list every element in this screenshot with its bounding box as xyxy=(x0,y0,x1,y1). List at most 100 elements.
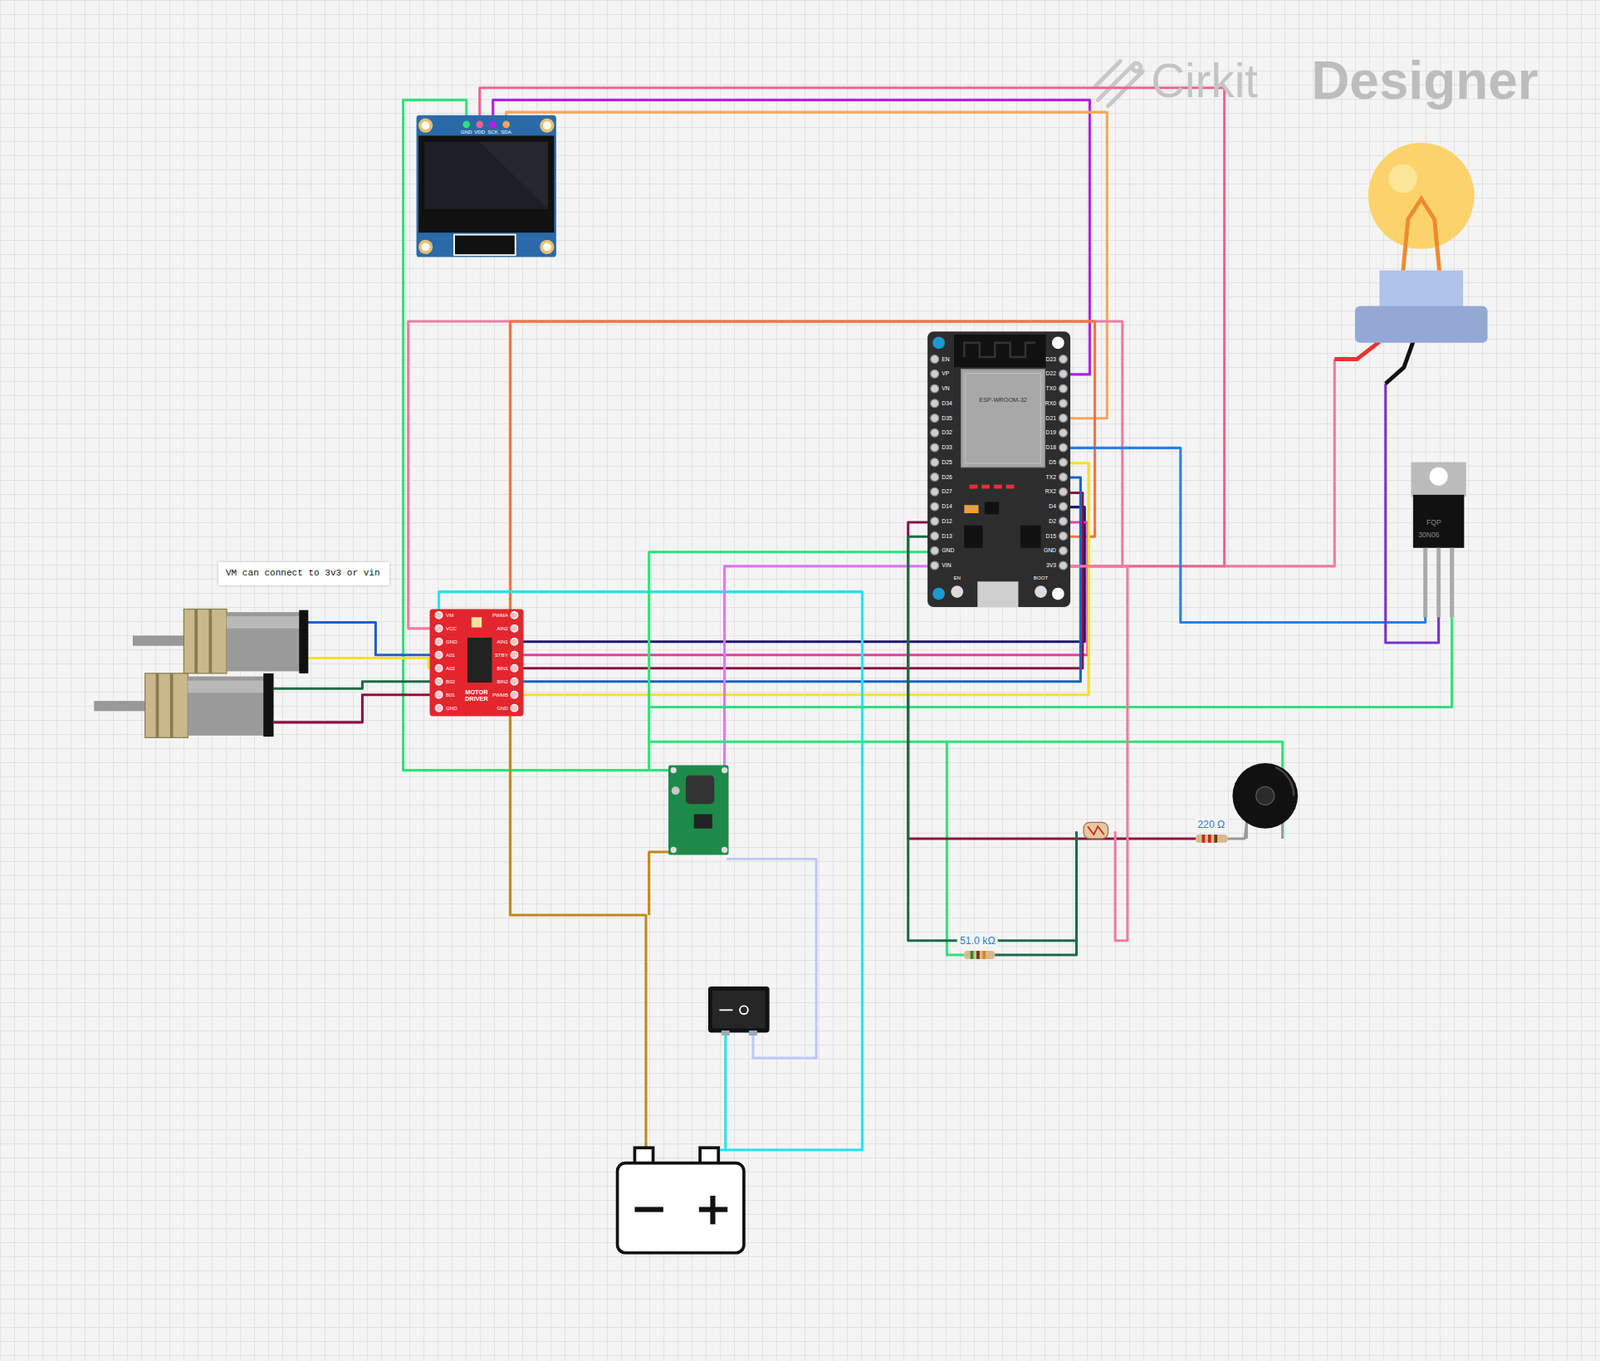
pin-label: PWMB xyxy=(492,692,509,698)
pin xyxy=(510,638,519,646)
pin xyxy=(1059,428,1068,437)
pin-label: VCC xyxy=(445,626,457,632)
pin-label: VM xyxy=(445,612,454,618)
pin xyxy=(1059,502,1068,511)
pin-label: D26 xyxy=(941,474,952,480)
esp32-board xyxy=(927,331,1071,607)
wire xyxy=(510,321,1096,633)
oled-display xyxy=(543,121,552,130)
esp32-board xyxy=(932,587,945,601)
buck-converter xyxy=(694,813,713,828)
resistor-symbol xyxy=(982,950,986,960)
dc-motor xyxy=(194,608,198,673)
resistor-symbol xyxy=(1195,834,1228,843)
pin-label: D18 xyxy=(1046,445,1057,451)
buck-converter xyxy=(670,846,676,853)
buck-converter xyxy=(668,764,729,855)
dc-motor xyxy=(187,680,265,694)
motor-driver xyxy=(471,616,482,627)
pin-label: D23 xyxy=(1046,356,1057,363)
pin-label: GND xyxy=(445,705,458,711)
mosfet xyxy=(1436,548,1441,618)
chip-label: ESP-WROOM-32 xyxy=(978,396,1028,403)
rocker-switch xyxy=(748,1030,758,1036)
photoresistor xyxy=(1087,826,1105,835)
esp32-board xyxy=(954,334,1047,367)
oled-display xyxy=(421,242,431,251)
esp32-board xyxy=(963,504,979,514)
wire xyxy=(408,321,1123,629)
pin-label: D13 xyxy=(941,533,952,539)
pin-label: SDA xyxy=(500,128,512,134)
mosfet xyxy=(1413,494,1464,549)
battery-symbol xyxy=(617,1147,744,1253)
pin-label: D35 xyxy=(941,415,952,421)
part-marking: FQP xyxy=(1426,518,1442,527)
rocker-switch xyxy=(708,986,770,1036)
oled-display xyxy=(416,115,557,258)
wire xyxy=(1062,447,1425,622)
photoresistor xyxy=(1083,822,1108,839)
pin-label: D2 xyxy=(1048,518,1057,525)
pin-label: D12 xyxy=(941,518,952,525)
pin xyxy=(435,611,443,620)
battery-symbol xyxy=(617,1163,744,1253)
wire xyxy=(510,708,646,1149)
pin xyxy=(1059,532,1068,541)
pin-header xyxy=(435,355,1067,712)
oled-display xyxy=(543,242,552,251)
wire xyxy=(946,741,964,955)
pin-label: B02 xyxy=(445,679,456,685)
mosfet xyxy=(1410,462,1466,498)
mosfet xyxy=(1449,548,1454,618)
pin xyxy=(435,664,443,672)
esp32-board xyxy=(984,501,999,514)
pin-label: AIN1 xyxy=(496,639,509,645)
pin xyxy=(1059,384,1068,393)
watermark: Designer xyxy=(1311,54,1538,108)
button-label: EN xyxy=(953,575,961,581)
pin-label: 3V3 xyxy=(1046,562,1057,569)
pin-label: AIN2 xyxy=(496,626,509,632)
pin-label: BIN2 xyxy=(496,679,509,685)
pin xyxy=(435,677,443,686)
dc-motor xyxy=(170,673,174,738)
pin xyxy=(435,690,443,699)
oled-display xyxy=(418,118,433,133)
mosfet xyxy=(1423,548,1428,618)
motor-driver xyxy=(430,608,524,716)
rocker-switch xyxy=(708,986,770,1033)
buck-converter xyxy=(721,767,728,774)
pin xyxy=(930,517,940,526)
pin xyxy=(1059,414,1068,423)
esp32-board xyxy=(1051,587,1065,601)
watermark-logo xyxy=(1097,63,1135,100)
pin-label: D32 xyxy=(941,430,952,436)
pin-label: A02 xyxy=(445,665,456,671)
dc-motor xyxy=(93,608,309,738)
pin-label: GND xyxy=(941,548,955,554)
mosfet xyxy=(1429,467,1449,486)
oled-display xyxy=(479,141,549,210)
pin xyxy=(930,355,940,364)
esp32-board xyxy=(1051,336,1065,349)
resistor-symbol xyxy=(963,834,1228,960)
wire xyxy=(479,88,1225,567)
board-label: MOTOR DRIVER xyxy=(463,689,490,703)
wire xyxy=(724,1032,727,1150)
wire xyxy=(274,88,1453,1150)
oled-display xyxy=(502,121,510,129)
esp32-board xyxy=(950,585,964,598)
photoresistor xyxy=(1083,822,1108,839)
dc-motor xyxy=(226,616,300,629)
pin xyxy=(930,532,940,541)
oled-display xyxy=(424,141,549,210)
resistor-symbol xyxy=(1208,834,1212,843)
pin xyxy=(930,473,940,482)
pin-label: D4 xyxy=(1048,503,1057,510)
esp32-board xyxy=(993,484,1003,490)
pin-label: D21 xyxy=(1046,415,1057,421)
resistor-value: 51.0 kΩ xyxy=(957,934,999,947)
pin xyxy=(1059,355,1068,364)
